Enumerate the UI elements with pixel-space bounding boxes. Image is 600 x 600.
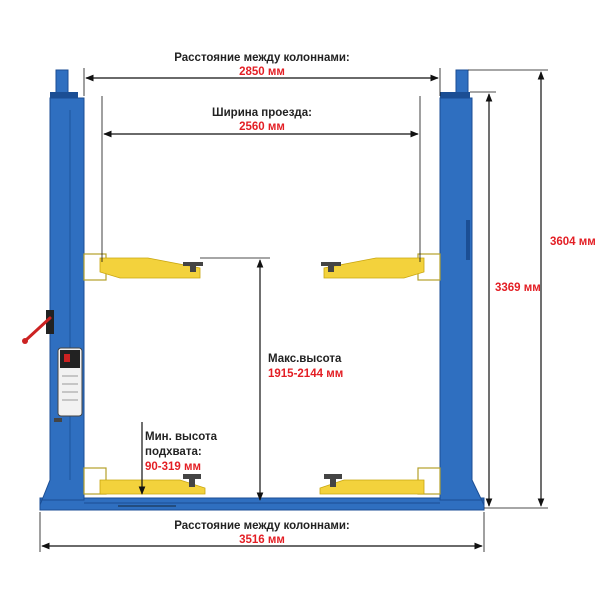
top-column-distance-dimension [83, 68, 441, 96]
max-height-dimension [200, 257, 270, 501]
total-height-value: 3604 мм [550, 236, 596, 248]
right-column-body [439, 97, 485, 506]
column-height-dimension [470, 91, 496, 507]
upper-right-arm [321, 253, 441, 281]
max-height-label: Макс.высота [268, 353, 342, 365]
lower-right-arm-body [319, 479, 425, 495]
drive-through-width-label: Ширина проезда: [212, 107, 312, 119]
bottom-column-distance-dimension [39, 512, 485, 552]
lower-left-arm [83, 467, 206, 495]
left-column [39, 69, 85, 506]
min-pickup-height-label-line2: подхвата: [145, 446, 202, 458]
min-pickup-height-label-line1: Мин. высота [145, 431, 218, 443]
right-column [439, 69, 485, 506]
top-column-distance-value: 2850 мм [239, 66, 285, 78]
top-column-distance-label: Расстояние между колоннами: [174, 52, 350, 64]
lower-right-arm [319, 467, 441, 495]
lift-pad-icon [183, 474, 201, 487]
drive-through-width-dimension [101, 96, 421, 262]
bottom-column-distance-value: 3516 мм [239, 534, 285, 546]
lift-pad-icon [183, 262, 203, 272]
right-column-bracket [466, 220, 470, 260]
max-height-value: 1915-2144 мм [268, 368, 343, 380]
left-column-cap [50, 92, 78, 98]
lower-left-arm-body [99, 479, 206, 495]
drive-through-width-value: 2560 мм [239, 121, 285, 133]
right-column-cap [440, 92, 470, 98]
left-column-body [39, 97, 85, 506]
total-height-dimension [468, 69, 548, 509]
lift-pad-icon [324, 474, 342, 487]
upper-left-arm [83, 253, 203, 281]
min-pickup-height-value: 90-319 мм [145, 461, 201, 473]
upper-right-arm-body [323, 257, 425, 279]
bottom-column-distance-label: Расстояние между колоннами: [174, 520, 350, 532]
min-pickup-height-dimension [118, 422, 176, 507]
lift-pad-icon [321, 262, 341, 272]
column-height-value: 3369 мм [495, 282, 541, 294]
motor-pump-icon [54, 347, 83, 422]
base-plate [39, 497, 485, 511]
upper-left-arm-body [99, 257, 201, 279]
lever-icon [22, 310, 54, 344]
